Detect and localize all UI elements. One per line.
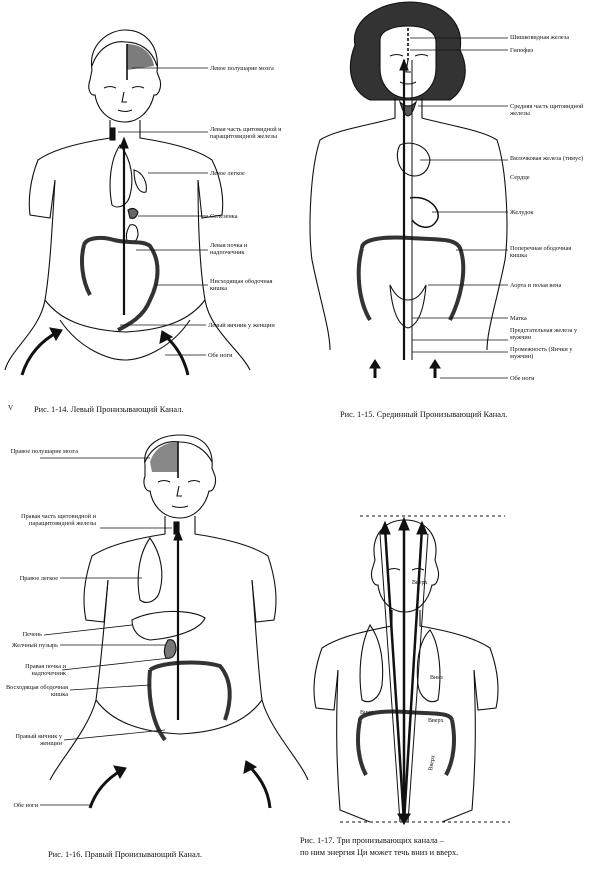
fig14-label-7: Левый яичник у женщин bbox=[208, 322, 275, 329]
fig14-label-4: Селезенка bbox=[210, 213, 238, 220]
fig17-tag-2: Вниз bbox=[430, 675, 443, 681]
fig15-label-1: Шишковидная железа bbox=[510, 34, 569, 41]
fig17-caption-line1: Рис. 1-17. Три пронизывающих канала – bbox=[300, 836, 445, 845]
figure-1-16: Правое полушарие мозга Правая часть щито… bbox=[0, 430, 309, 872]
figure-1-15-drawing bbox=[309, 1, 508, 379]
fig15-label-3: Средняя часть щитовидной железы bbox=[510, 103, 584, 117]
figure-1-14-drawing bbox=[4, 29, 251, 376]
fig14-label-6: Нисходящая ободочная кишка bbox=[210, 278, 273, 292]
fig17-tag-1: Вверх bbox=[412, 580, 428, 586]
fig14-margin-mark: V bbox=[8, 404, 14, 412]
fig15-caption: Рис. 1-15. Срединный Пронизывающий Канал… bbox=[340, 410, 508, 419]
fig15-label-9: Матка bbox=[510, 315, 527, 322]
fig15-label-12: Обе ноги bbox=[510, 375, 535, 382]
fig16-label-1: Правое полушарие мозга bbox=[10, 448, 78, 455]
fig14-label-8: Обе ноги bbox=[208, 352, 233, 359]
fig15-label-5: Сердце bbox=[510, 174, 530, 181]
fig17-tag-4: Вверх bbox=[428, 718, 444, 724]
fig14-caption: Рис. 1-14. Левый Пронизывающий Канал. bbox=[34, 405, 184, 414]
fig16-label-5: Желчный пузырь bbox=[11, 642, 58, 649]
fig15-label-6: Желудок bbox=[510, 209, 534, 216]
figure-1-17: Вверх Вниз Вниз Вверх Вверх Рис. 1-17. Т… bbox=[300, 430, 600, 872]
fig14-label-5: Левая почка и надпочечник bbox=[210, 242, 248, 256]
fig16-label-4: Печень bbox=[22, 631, 42, 638]
fig16-label-3: Правое легкое bbox=[19, 575, 58, 582]
figure-1-16-drawing bbox=[40, 434, 309, 809]
fig17-tag-3: Вниз bbox=[360, 710, 373, 716]
fig15-label-10: Предстательная железа у мужчин bbox=[510, 327, 578, 341]
fig16-label-7: Восходящая ободочная кишка bbox=[5, 684, 68, 698]
fig16-label-9: Обе ноги bbox=[13, 802, 38, 809]
figure-1-14: Левое полушарие мозга Левая часть щитови… bbox=[0, 0, 300, 430]
fig15-label-4: Вилочковая железа (тимус) bbox=[510, 155, 584, 162]
fig17-caption-line2: по ним энергия Ци может течь вниз и ввер… bbox=[300, 848, 459, 857]
fig16-caption: Рис. 1-16. Правый Пронизывающий Канал. bbox=[48, 850, 203, 859]
fig14-label-3: Левое легкое bbox=[210, 170, 245, 177]
fig15-label-2: Гипофиз bbox=[510, 47, 534, 54]
figure-1-15: Шишковидная железа Гипофиз Средняя часть… bbox=[300, 0, 600, 430]
fig16-label-8: Правый яичник у женщин bbox=[15, 733, 62, 747]
fig16-label-6: Правая почка и надпочечник bbox=[25, 663, 66, 677]
fig14-label-1: Левое полушарие мозга bbox=[210, 65, 274, 72]
fig15-label-8: Аорта и полая вена bbox=[510, 282, 562, 289]
fig14-label-2: Левая часть щитовидной и паращитовидной … bbox=[210, 126, 282, 140]
figure-1-17-drawing bbox=[313, 515, 510, 826]
fig16-label-2: Правая часть щитовидной и паращитовидной… bbox=[20, 513, 96, 527]
fig15-label-11: Промежность (Яички у мужчин) bbox=[510, 346, 573, 360]
fig15-label-7: Поперечная ободочная кишка bbox=[510, 245, 572, 259]
